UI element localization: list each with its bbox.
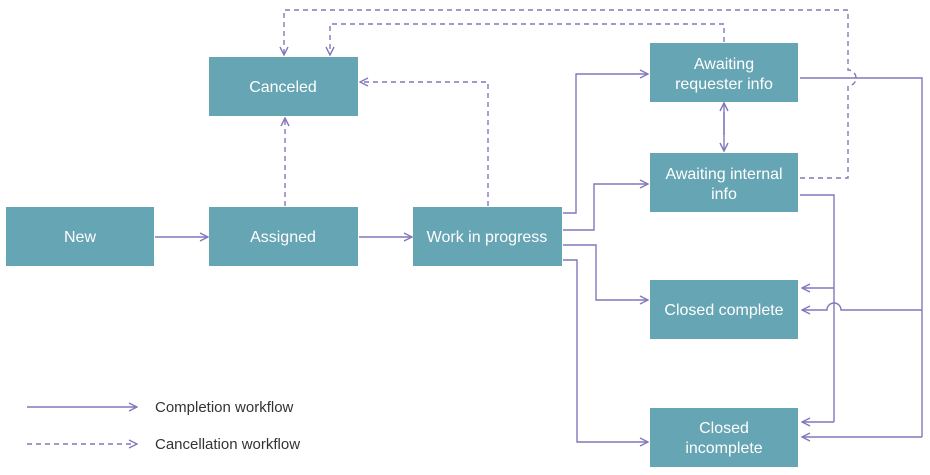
node-canceled-label: Canceled xyxy=(249,79,317,96)
edge-wip-canceled xyxy=(360,82,489,206)
legend: Completion workflow Cancellation workflo… xyxy=(27,399,300,453)
node-awaiting-requester-line1: Awaiting xyxy=(694,56,754,73)
node-new: New xyxy=(6,207,154,266)
edge-wip-closed-incomplete xyxy=(563,259,648,442)
node-awaiting-internal-line2: info xyxy=(711,186,737,203)
node-awaiting-requester-info: Awaiting requester info xyxy=(650,43,798,102)
node-wip-label: Work in progress xyxy=(427,229,548,246)
edge-wip-closed-complete xyxy=(563,244,648,300)
legend-cancellation-label: Cancellation workflow xyxy=(155,436,300,453)
node-closed-complete: Closed complete xyxy=(650,280,798,339)
cancellation-connectors xyxy=(284,9,857,206)
edge-wip-awaiting-internal xyxy=(563,184,648,231)
edge-wip-awaiting-requester xyxy=(563,74,648,214)
edge-bus-closed-complete xyxy=(802,302,922,310)
node-assigned-label: Assigned xyxy=(250,229,316,246)
node-closed-incomplete: Closed incomplete xyxy=(650,408,798,467)
node-new-label: New xyxy=(64,229,96,246)
node-canceled: Canceled xyxy=(209,57,358,116)
node-closed-incomplete-line1: Closed xyxy=(699,420,749,437)
edge-awaiting-internal-canceled xyxy=(284,9,857,179)
legend-completion-label: Completion workflow xyxy=(155,399,294,416)
edge-awaiting-requester-canceled xyxy=(330,23,725,55)
edge-awaiting-internal-closed xyxy=(800,194,835,422)
node-awaiting-requester-line2: requester info xyxy=(675,76,773,93)
node-awaiting-internal-info: Awaiting internal info xyxy=(650,153,798,212)
node-assigned: Assigned xyxy=(209,207,358,266)
node-closed-complete-label: Closed complete xyxy=(664,302,783,319)
node-closed-incomplete-line2: incomplete xyxy=(685,440,762,457)
node-work-in-progress: Work in progress xyxy=(413,207,562,266)
completion-connectors xyxy=(155,74,923,442)
node-awaiting-internal-line1: Awaiting internal xyxy=(665,166,782,183)
edge-awaiting-requester-bus xyxy=(800,77,923,437)
